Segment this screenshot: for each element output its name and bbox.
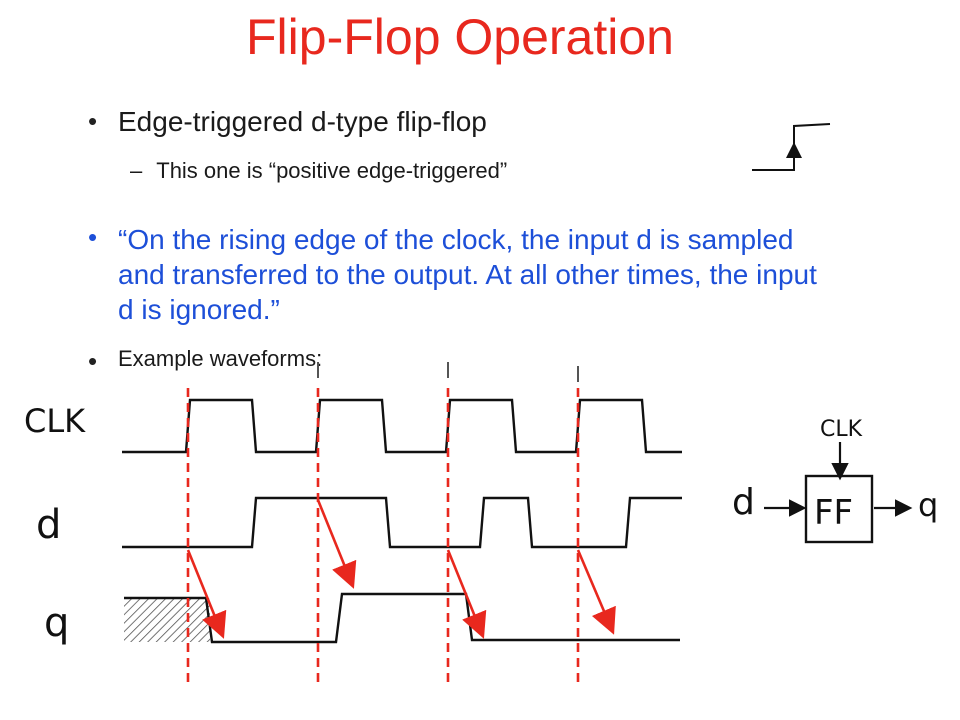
sample-arrow: [316, 499, 357, 589]
clk-waveform-label: CLK: [24, 402, 86, 440]
flipflop-block: CLK FF d q: [732, 417, 938, 544]
d-waveform: [122, 496, 682, 549]
bullet-dot: •: [88, 222, 98, 252]
bullet-text: Edge-triggered d-type flip-flop: [118, 106, 487, 137]
sample-transfer-arrows: [186, 499, 616, 639]
bullet-dot: •: [88, 106, 98, 136]
clock-edge-ticks: [317, 362, 579, 382]
bullet-text: Example waveforms:: [118, 346, 323, 371]
sample-arrow: [576, 549, 616, 635]
q-unknown-hatched-region: [124, 598, 210, 642]
bullet-dot: •: [88, 346, 98, 376]
ff-box-label: FF: [814, 493, 853, 533]
sample-arrow: [446, 549, 487, 639]
sub-bullet-positive-edge: –This one is “positive edge-triggered”: [130, 158, 507, 184]
q-waveform-label: q: [44, 600, 69, 646]
ff-output-label: q: [918, 486, 938, 524]
sub-bullet-dash: –: [130, 158, 143, 183]
clk-waveform: [122, 398, 682, 454]
clock-edge-markers: [186, 388, 580, 684]
rising-edge-icon: [752, 123, 831, 171]
ff-data-input-label: d: [732, 482, 755, 523]
quote-text: “On the rising edge of the clock, the in…: [118, 224, 817, 325]
slide-title: Flip-Flop Operation: [246, 9, 674, 65]
d-waveform-label: d: [36, 502, 61, 548]
ff-clock-input-label: CLK: [820, 417, 863, 442]
sub-bullet-text: This one is “positive edge-triggered”: [156, 158, 508, 183]
sample-arrow: [186, 549, 227, 639]
